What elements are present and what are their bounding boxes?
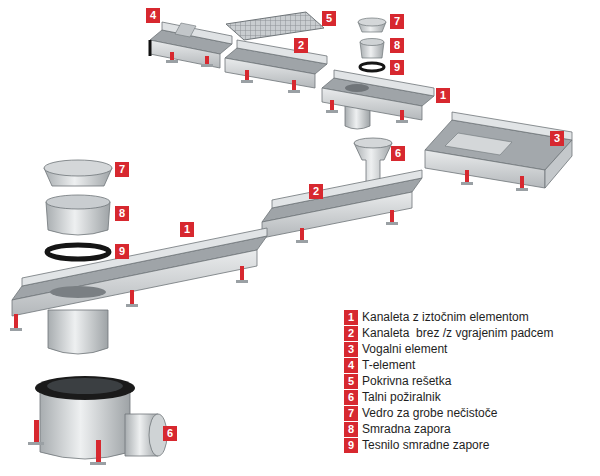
callout-number: 9: [115, 244, 129, 259]
callout-number: 8: [390, 38, 404, 53]
callout-number: 2: [344, 326, 358, 341]
large-drain-parts: [44, 160, 112, 259]
callout-number: 8: [115, 206, 129, 221]
small-drain-parts: [358, 18, 386, 71]
corner-element: [425, 112, 572, 191]
channel-with-outlet: [322, 70, 434, 129]
t-element: [150, 22, 232, 68]
legend-text: Talni požiralnik: [362, 390, 441, 405]
legend-text: T-element: [362, 358, 415, 373]
callout-number: 9: [390, 60, 404, 75]
callout-number: 3: [550, 131, 564, 146]
callout-number: 6: [344, 390, 358, 405]
callout-number: 4: [146, 8, 160, 23]
legend-text: Vogalni element: [362, 342, 447, 357]
callout-number: 2: [309, 184, 323, 199]
legend-text: Pokrivna rešetka: [362, 374, 451, 389]
legend-text: Tesnilo smradne zapore: [362, 438, 489, 453]
legend-text: Kanaleta z iztočnim elementom: [362, 310, 529, 325]
channel: [225, 40, 327, 93]
callout-number: 3: [344, 342, 358, 357]
callout-number: 1: [180, 222, 194, 237]
callout-number: 7: [115, 162, 129, 177]
floor-drain-large: [28, 376, 167, 465]
legend-text: Vedro za grobe nečistoče: [362, 406, 497, 421]
callout-number: 6: [163, 426, 177, 441]
callout-number: 2: [294, 38, 308, 53]
legend-text: Smradna zapora: [362, 422, 451, 437]
callout-number: 6: [391, 146, 405, 161]
callout-number: 7: [344, 406, 358, 421]
callout-number: 5: [344, 374, 358, 389]
callout-number: 1: [344, 310, 358, 325]
callout-number: 9: [344, 438, 358, 453]
legend-text: Kanaleta brez /z vgrajenim padcem: [362, 326, 553, 341]
callout-number: 4: [344, 358, 358, 373]
cover-grating: [226, 12, 324, 40]
callout-number: 8: [344, 422, 358, 437]
callout-number: 1: [436, 88, 450, 103]
callout-number: 5: [322, 11, 336, 26]
callout-number: 7: [390, 14, 404, 29]
channel: [262, 170, 422, 243]
channel-with-outlet: [10, 228, 267, 354]
